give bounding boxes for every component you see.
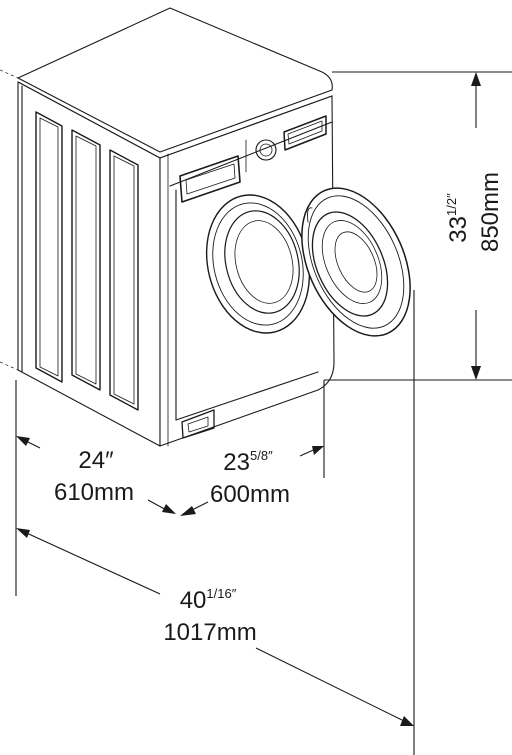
overall-imperial-fraction: 1/16 xyxy=(206,586,231,601)
height-imperial-whole: 33 xyxy=(445,216,472,243)
hidden-edge-top xyxy=(0,70,18,78)
depth-arrow-left xyxy=(180,506,196,516)
depth-arrow-right xyxy=(312,446,324,455)
side-panel-grooves xyxy=(36,112,138,410)
washer-door-open xyxy=(280,171,431,353)
width-arrow-left xyxy=(16,436,30,446)
depth-imperial-whole: 23 xyxy=(223,449,250,476)
dimension-lines xyxy=(0,70,512,755)
overall-dimension-line-a xyxy=(20,530,160,594)
washer-illustration xyxy=(18,8,432,446)
overall-arrow-left xyxy=(16,528,30,538)
overall-arrow-right xyxy=(400,716,414,726)
depth-metric: 600mm xyxy=(210,481,290,508)
depth-imperial-mark: ″ xyxy=(268,448,273,463)
display-panel xyxy=(284,116,326,150)
depth-imperial-fraction: 5/8 xyxy=(250,448,268,463)
height-imperial-mark: ″ xyxy=(444,193,459,198)
overall-metric: 1017mm xyxy=(163,619,256,646)
width-imperial: 24″ xyxy=(78,447,114,474)
svg-text:331/2″: 331/2″ xyxy=(444,193,472,243)
overall-dimension-line-b xyxy=(256,648,410,724)
height-label: 331/2″ xyxy=(444,193,472,243)
height-metric-label: 850mm xyxy=(477,172,504,252)
washer-top-surface xyxy=(18,8,332,152)
svg-text:235/8″: 235/8″ xyxy=(223,448,273,476)
width-metric: 610mm xyxy=(54,479,134,506)
kick-plate xyxy=(176,372,318,420)
height-arrow-bottom xyxy=(471,366,481,380)
height-arrow-top xyxy=(471,72,481,86)
dimension-arrowheads xyxy=(16,72,481,726)
front-panel-bevel xyxy=(170,122,332,186)
overall-imperial-whole: 40 xyxy=(180,587,207,614)
height-metric: 850mm xyxy=(477,172,504,252)
control-panel xyxy=(180,116,326,202)
washer-front-panel xyxy=(160,96,334,446)
height-imperial-fraction: 1/2 xyxy=(444,198,459,216)
width-arrow-right xyxy=(162,504,176,514)
program-dial-icon xyxy=(256,140,276,160)
svg-text:401/16″: 401/16″ xyxy=(180,586,237,614)
filter-cover xyxy=(182,410,214,438)
hidden-edge-bottom xyxy=(0,362,18,370)
overall-imperial-mark: ″ xyxy=(232,586,237,601)
detergent-drawer xyxy=(180,156,240,202)
